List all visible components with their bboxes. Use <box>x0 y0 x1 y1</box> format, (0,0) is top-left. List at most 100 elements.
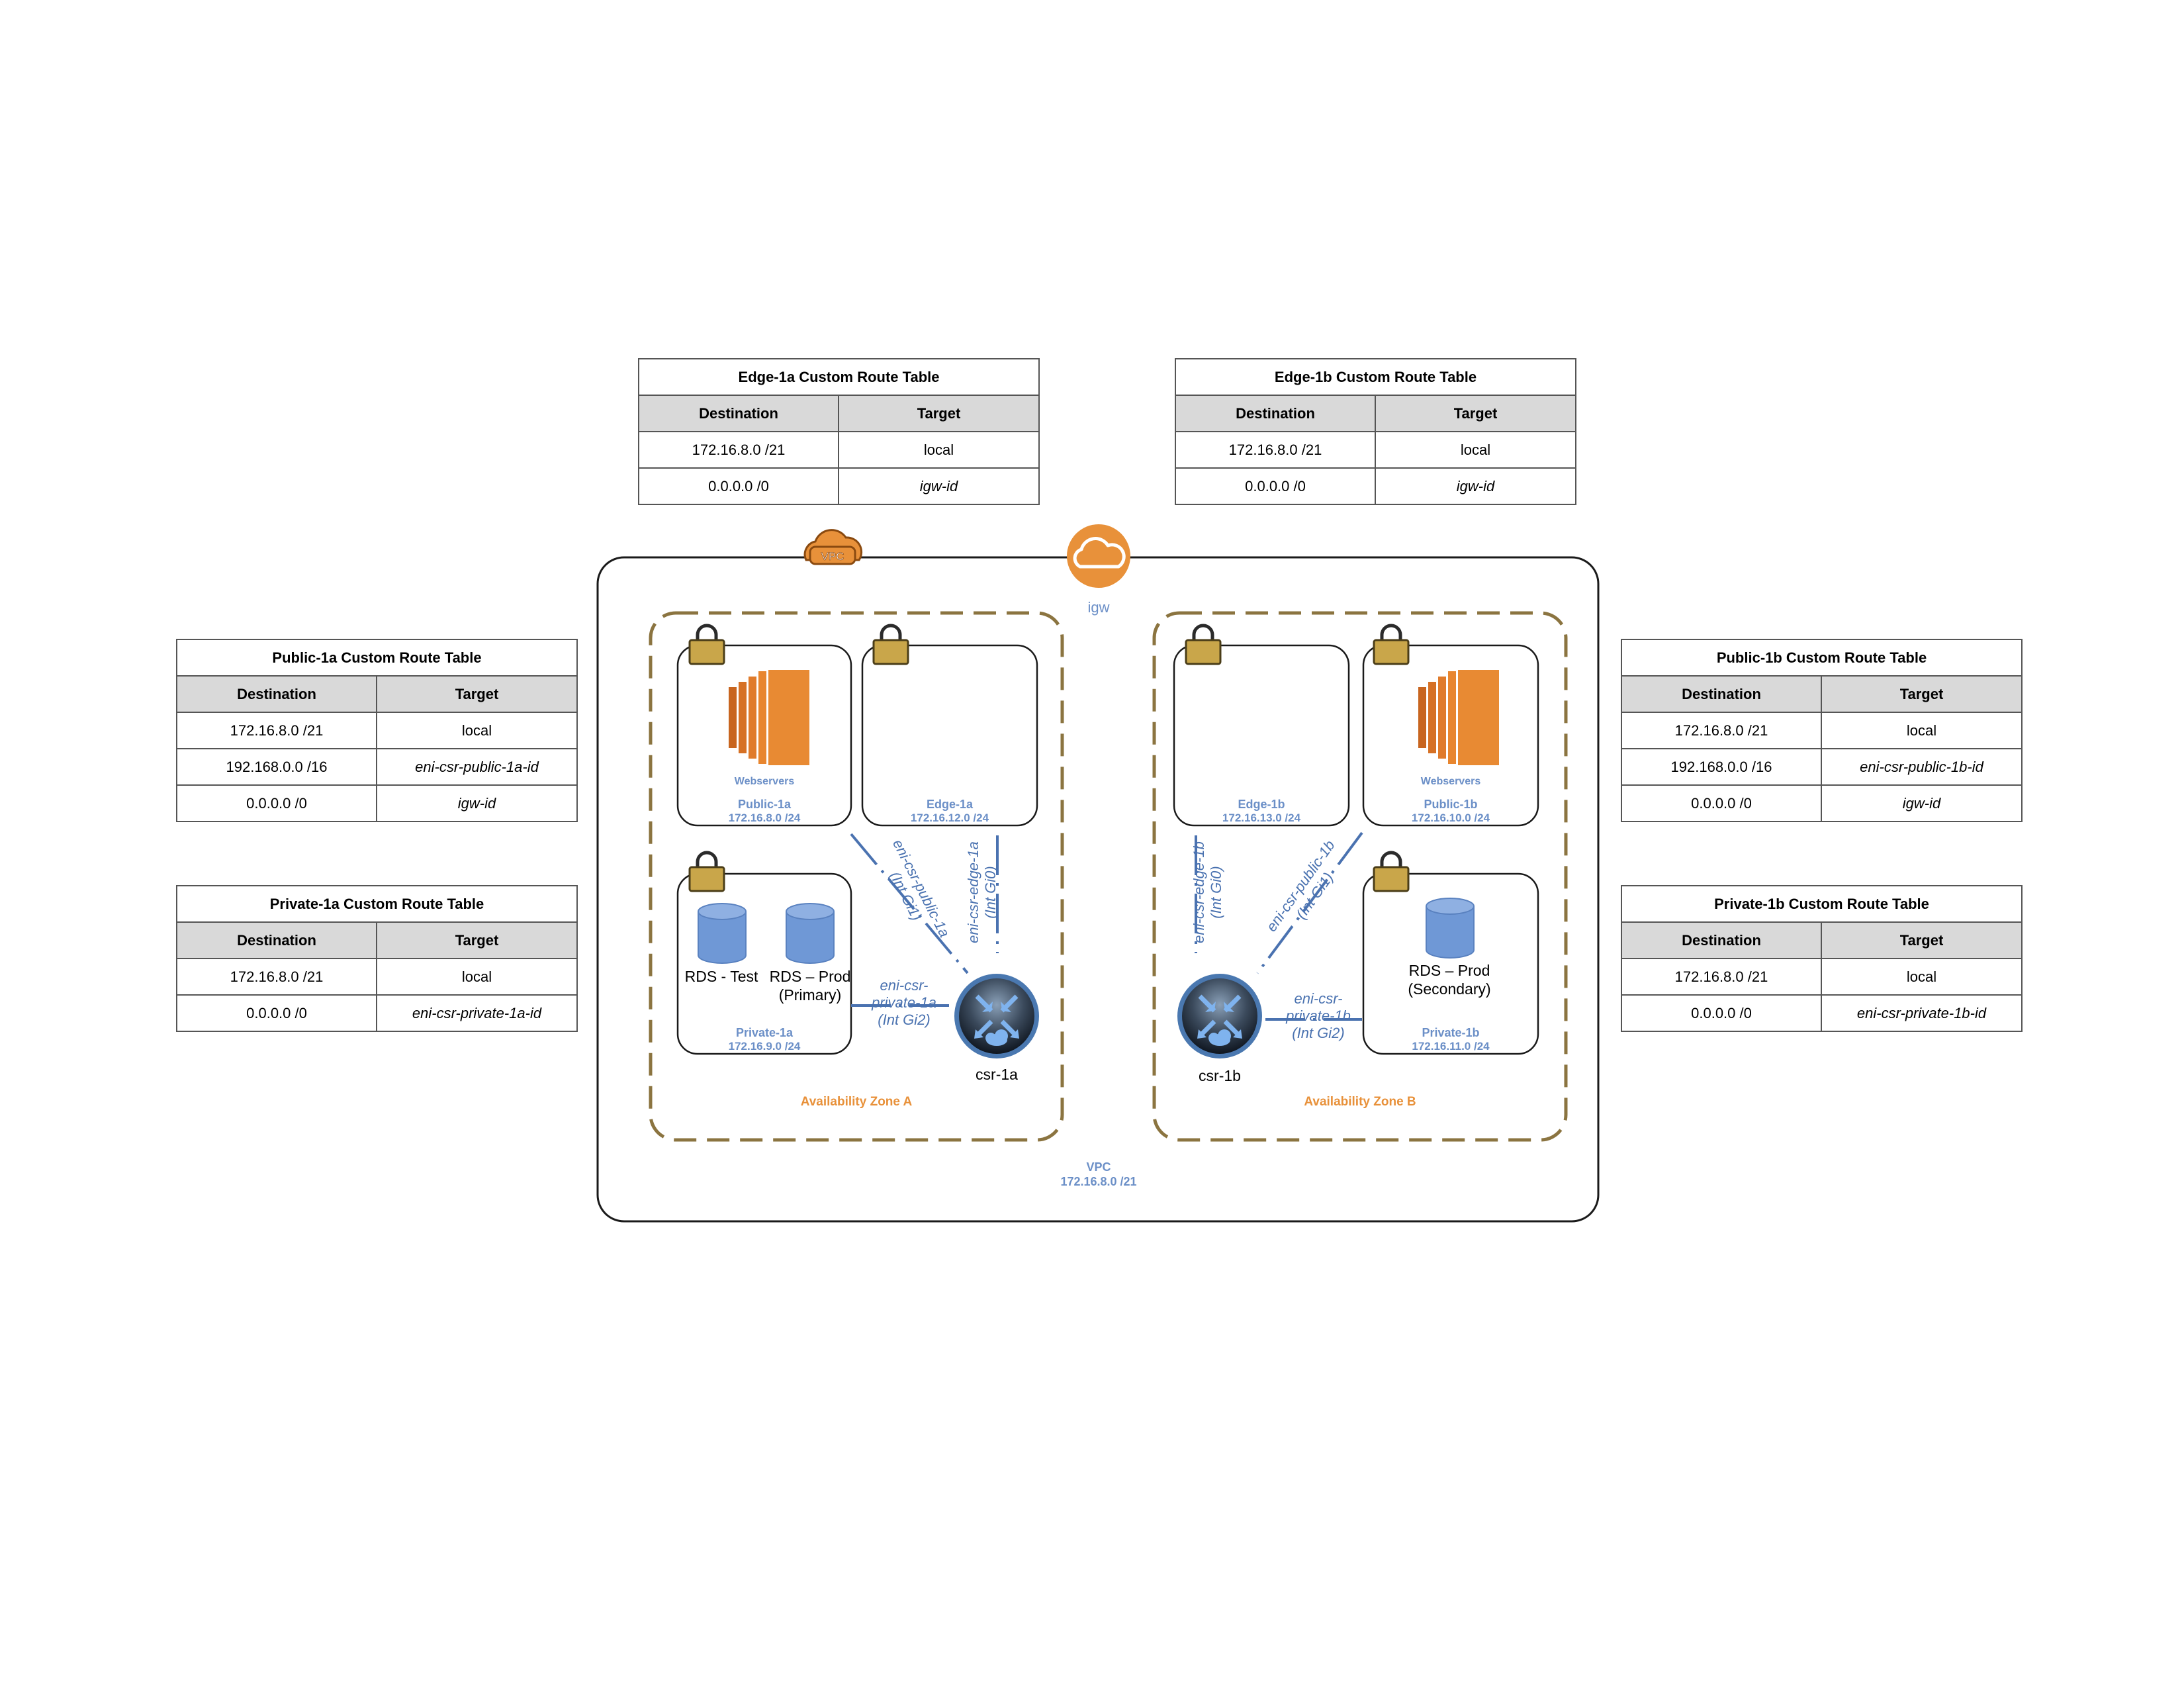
target-cell: eni-csr-public-1b-id <box>1820 748 2023 786</box>
availability-zone-a-label: Availability Zone A <box>800 1095 913 1109</box>
destination-cell: 172.16.8.0 /21 <box>176 958 377 996</box>
target-header: Target <box>1374 395 1577 432</box>
eni-name: private-1b <box>1286 1008 1351 1024</box>
csr-1a-label: csr-1a <box>976 1066 1018 1083</box>
subnet-cidr: 172.16.12.0 /24 <box>910 812 989 824</box>
destination-header: Destination <box>1175 395 1376 432</box>
link-csr-1b-public-1b <box>1256 831 1363 974</box>
destination-cell: 192.168.0.0 /16 <box>176 748 377 786</box>
subnet-name: Edge-1b <box>1238 798 1285 811</box>
lock-icon <box>874 626 908 664</box>
database-icon <box>1426 898 1475 959</box>
target-cell: igw-id <box>1820 784 2023 822</box>
destination-cell: 0.0.0.0 /0 <box>1175 467 1376 505</box>
target-cell: eni-csr-private-1b-id <box>1820 994 2023 1032</box>
destination-cell: 0.0.0.0 /0 <box>1621 994 1822 1032</box>
igw-label: igw <box>1087 599 1110 616</box>
eni-name: eni-csr- <box>880 977 929 994</box>
subnet-public-1b <box>1362 644 1539 827</box>
destination-cell: 0.0.0.0 /0 <box>176 994 377 1032</box>
vpc-cidr-label: 172.16.8.0 /21 <box>1060 1175 1137 1188</box>
eni-interface: (Int Gi0) <box>1208 866 1224 919</box>
destination-header: Destination <box>1621 921 1822 959</box>
subnet-name: Private-1b <box>1422 1026 1480 1039</box>
route-table-title: Private-1a Custom Route Table <box>176 885 578 923</box>
private-1a-route-table: Private-1a Custom Route Table Destinatio… <box>176 885 578 1032</box>
private-1b-route-table: Private-1b Custom Route Table Destinatio… <box>1620 885 2023 1032</box>
vpc-badge-text: VPC <box>821 550 844 563</box>
subnet-cidr: 172.16.10.0 /24 <box>1411 812 1490 824</box>
public-1b-route-table: Public-1b Custom Route Table Destination… <box>1620 639 2023 822</box>
destination-cell: 172.16.8.0 /21 <box>176 712 377 749</box>
subnet-cidr: 172.16.11.0 /24 <box>1412 1040 1490 1053</box>
destination-cell: 172.16.8.0 /21 <box>1621 958 1822 996</box>
ec2-instances-icon <box>729 670 809 765</box>
target-header: Target <box>838 395 1040 432</box>
eni-interface: (Int Gi0) <box>982 866 999 919</box>
destination-cell: 192.168.0.0 /16 <box>1621 748 1822 786</box>
target-cell: local <box>1820 712 2023 749</box>
destination-cell: 172.16.8.0 /21 <box>1621 712 1822 749</box>
lock-icon <box>1374 626 1408 664</box>
target-cell: local <box>838 431 1040 469</box>
destination-cell: 0.0.0.0 /0 <box>638 467 839 505</box>
ec2-instances-icon <box>1418 670 1499 765</box>
destination-header: Destination <box>1621 675 1822 713</box>
eni-private-1b-label: eni-csr- private-1b (Int Gi2) <box>1272 990 1365 1042</box>
router-icon <box>1177 974 1262 1058</box>
route-table-title: Private-1b Custom Route Table <box>1620 885 2023 923</box>
eni-private-1a-label: eni-csr- private-1a (Int Gi2) <box>858 977 950 1029</box>
destination-cell: 0.0.0.0 /0 <box>176 784 377 822</box>
destination-header: Destination <box>176 921 377 959</box>
target-cell: local <box>376 712 578 749</box>
eni-edge-1b-label: eni-csr-edge-1b (Int Gi0) <box>1191 820 1225 965</box>
route-table-title: Public-1b Custom Route Table <box>1620 639 2023 677</box>
target-cell: eni-csr-private-1a-id <box>376 994 578 1032</box>
subnet-edge-1a <box>861 644 1038 827</box>
lock-icon <box>1186 626 1220 664</box>
availability-zone-a <box>649 611 1064 1142</box>
csr-1b-label: csr-1b <box>1199 1067 1241 1084</box>
target-cell: igw-id <box>1374 467 1577 505</box>
target-header: Target <box>1820 675 2023 713</box>
webservers-label: Webservers <box>734 776 795 787</box>
subnet-cidr: 172.16.9.0 /24 <box>728 1040 801 1053</box>
vpc-name-label: VPC <box>1086 1160 1111 1174</box>
lock-icon <box>1374 853 1408 891</box>
route-table-title: Edge-1b Custom Route Table <box>1174 358 1577 396</box>
subnet-name: Private-1a <box>735 1026 794 1039</box>
destination-cell: 0.0.0.0 /0 <box>1621 784 1822 822</box>
subnet-public-1a <box>676 644 852 827</box>
lock-icon <box>690 853 724 891</box>
availability-zone-b-label: Availability Zone B <box>1304 1095 1416 1109</box>
lock-icon <box>690 626 724 664</box>
target-header: Target <box>376 675 578 713</box>
subnet-private-1b <box>1362 872 1539 1055</box>
target-cell: igw-id <box>838 467 1040 505</box>
destination-cell: 172.16.8.0 /21 <box>1175 431 1376 469</box>
rds-prod-secondary-role: (Secondary) <box>1408 980 1491 998</box>
route-table-title: Edge-1a Custom Route Table <box>638 358 1040 396</box>
subnet-private-1a <box>676 872 852 1055</box>
destination-header: Destination <box>176 675 377 713</box>
public-1a-route-table: Public-1a Custom Route Table Destination… <box>176 639 578 822</box>
target-cell: local <box>376 958 578 996</box>
target-cell: eni-csr-public-1a-id <box>376 748 578 786</box>
database-icon <box>786 903 835 964</box>
rds-prod-primary-role: (Primary) <box>778 986 842 1004</box>
subnet-name: Public-1b <box>1424 798 1478 811</box>
